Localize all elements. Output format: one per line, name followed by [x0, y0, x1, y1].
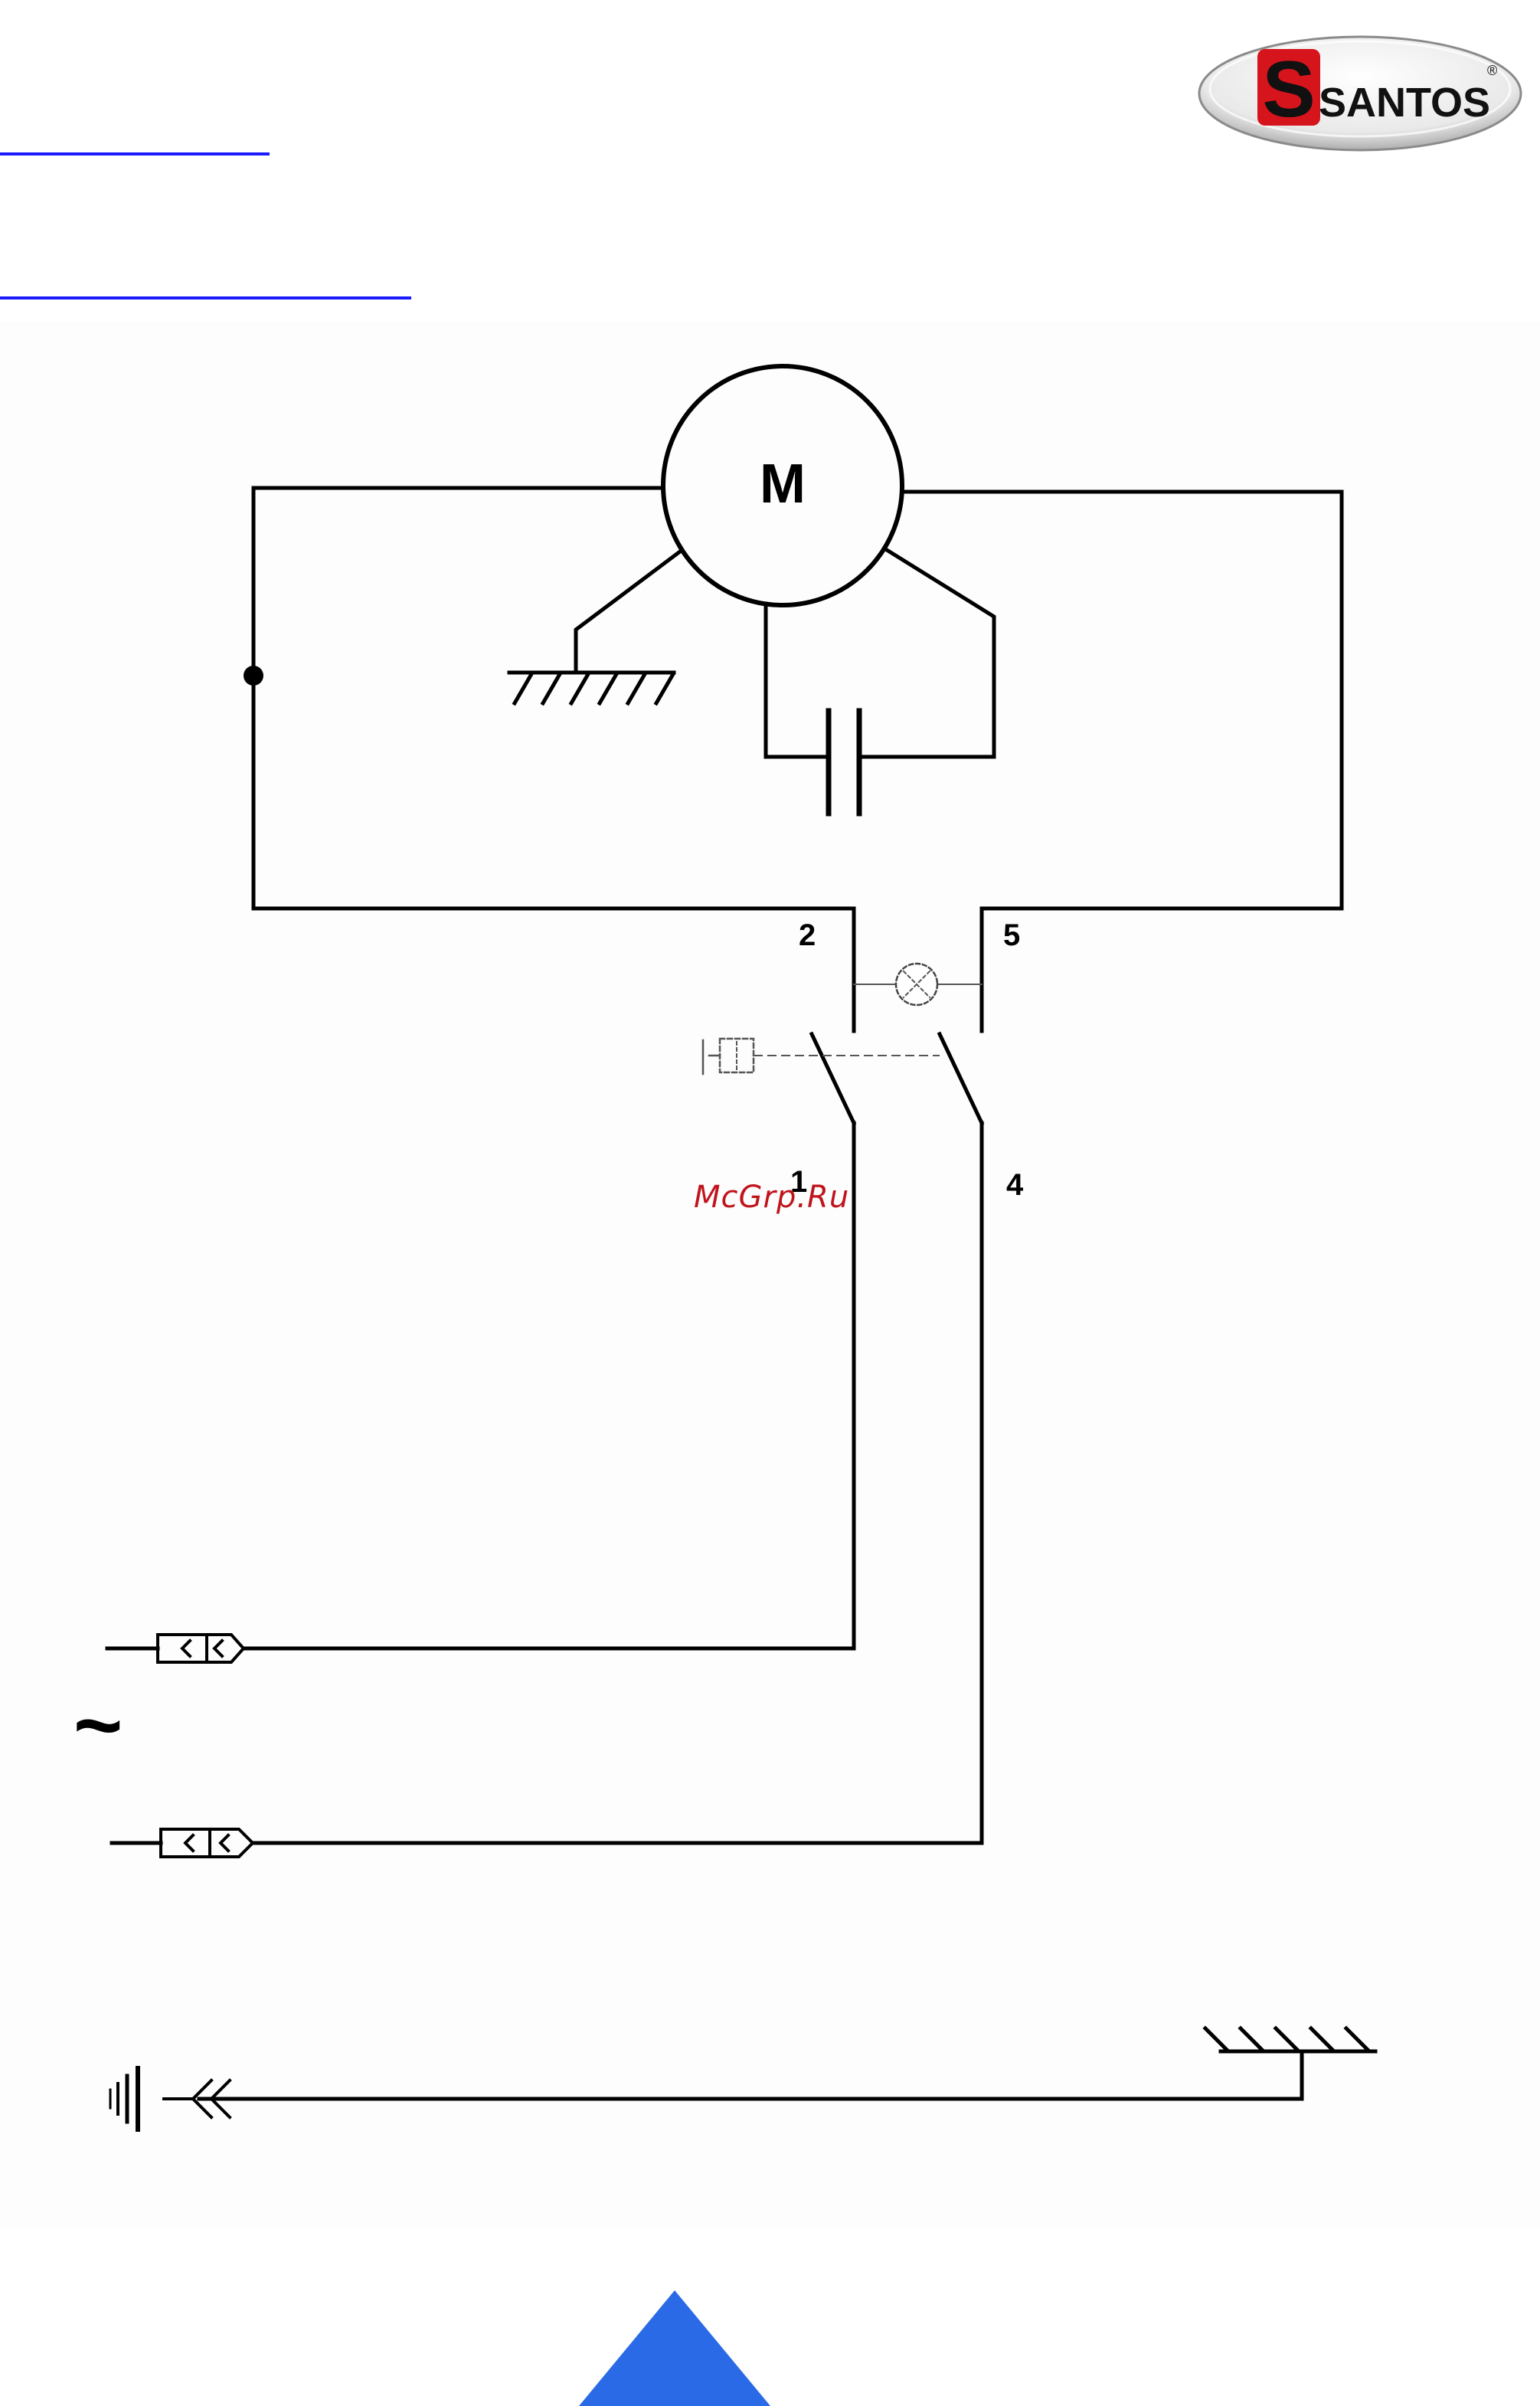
- svg-text:SANTOS: SANTOS: [1319, 80, 1490, 126]
- connector-neutral: [112, 1829, 253, 1857]
- wire-motor-earth: [576, 552, 680, 673]
- motor-label: M: [760, 453, 806, 515]
- switch-contact-2: [940, 1034, 982, 1123]
- svg-text:®: ®: [1487, 63, 1497, 78]
- terminal-2-label: 2: [799, 918, 816, 952]
- ac-symbol: ~: [74, 1678, 123, 1773]
- svg-text:S: S: [1262, 45, 1315, 134]
- watermark: McGrp.Ru: [694, 1180, 849, 1215]
- scroll-up-triangle-icon[interactable]: [579, 2290, 770, 2406]
- wire-capacitor-right: [861, 550, 994, 757]
- wire-terminal-4: [253, 1123, 982, 1843]
- terminal-5-label: 5: [1003, 918, 1020, 952]
- earth-hatch: [515, 674, 673, 703]
- wire-right-loop: [902, 492, 1342, 1031]
- santos-logo: S SANTOS ®: [1192, 20, 1529, 158]
- junction-dot: [244, 666, 263, 686]
- connector-phase: [107, 1635, 244, 1662]
- terminal-4-label: 4: [1006, 1168, 1024, 1202]
- header-link-1[interactable]: [0, 152, 270, 155]
- switch-contact-1: [812, 1034, 854, 1123]
- earth-plug-icon: [110, 2068, 230, 2129]
- chassis-earth-hatch: [1205, 2028, 1368, 2050]
- wiring-diagram: M 2 5 1 4 ~: [0, 322, 1540, 2229]
- wiring-diagram-svg: M 2 5 1 4 ~: [0, 322, 1540, 2229]
- wire-capacitor-left: [766, 604, 826, 757]
- wire-left-loop: [253, 488, 854, 1031]
- header-link-2[interactable]: [0, 296, 411, 300]
